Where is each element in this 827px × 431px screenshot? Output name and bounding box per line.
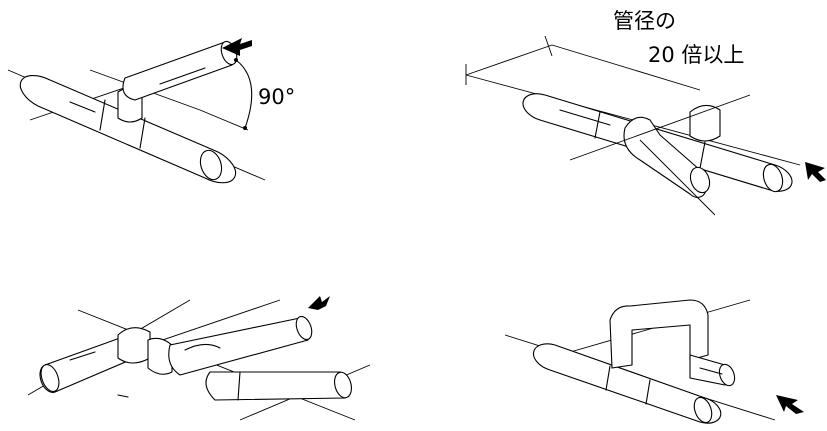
- main-pipe-end: [693, 396, 713, 424]
- angle-label: 90°: [258, 85, 295, 109]
- flow-mark: [117, 394, 129, 398]
- main-pipe: [532, 343, 722, 424]
- flow-arrow-icon: [222, 38, 252, 56]
- panel-top-right: 管径の 20 倍以上: [465, 9, 826, 216]
- panel-top-left: 90°: [7, 38, 295, 184]
- angle-dot: [243, 126, 247, 130]
- pipe-joint: [645, 379, 651, 405]
- left-pipe-end: [40, 364, 60, 392]
- main-pipe-joint-2: [139, 117, 146, 149]
- flow-arrow-icon: [308, 296, 330, 310]
- main-pipe-end: [762, 163, 784, 193]
- pipe-bend-detail: [184, 343, 221, 351]
- dimension-line: [465, 44, 553, 76]
- flow-arrow-icon: [805, 162, 826, 182]
- dimension-tick: [544, 35, 553, 57]
- pipe-joint: [237, 371, 241, 401]
- elbow-1: [117, 327, 151, 364]
- spacing-label-line1: 管径の: [613, 9, 676, 33]
- branch-centerline: [569, 94, 751, 161]
- lower-branch-pipe: [205, 371, 350, 401]
- branch-pipe-end: [689, 166, 711, 194]
- crossover-loop-pipe: [609, 299, 709, 369]
- main-pipe-joint-1: [99, 99, 106, 131]
- flow-line: [69, 351, 96, 361]
- flow-line: [159, 67, 206, 85]
- branch-pipe: [122, 41, 235, 101]
- pipe-joint: [594, 111, 601, 139]
- flow-line: [69, 101, 96, 113]
- main-pipe-end: [295, 315, 313, 341]
- panel-bottom-left: [27, 296, 371, 421]
- panel-bottom-right: [504, 299, 804, 424]
- main-pipe: [168, 317, 310, 376]
- spacing-label-line2: 20 倍以上: [648, 43, 744, 67]
- lower-branch-end: [334, 371, 352, 399]
- main-pipe-end: [199, 149, 223, 181]
- flow-line: [699, 367, 723, 375]
- pipe-joint: [699, 141, 706, 169]
- main-pipe: [19, 74, 237, 184]
- angle-reference-line: [199, 109, 249, 131]
- pipe-joint: [605, 365, 611, 391]
- branch-centerline: [639, 139, 716, 216]
- elbow-2: [147, 337, 173, 375]
- angle-dot: [234, 58, 238, 62]
- angle-arc: [235, 59, 253, 129]
- flow-line: [559, 109, 611, 126]
- extension-line: [551, 44, 701, 91]
- side-branch-end: [718, 363, 736, 387]
- flow-arrow-icon: [776, 395, 804, 414]
